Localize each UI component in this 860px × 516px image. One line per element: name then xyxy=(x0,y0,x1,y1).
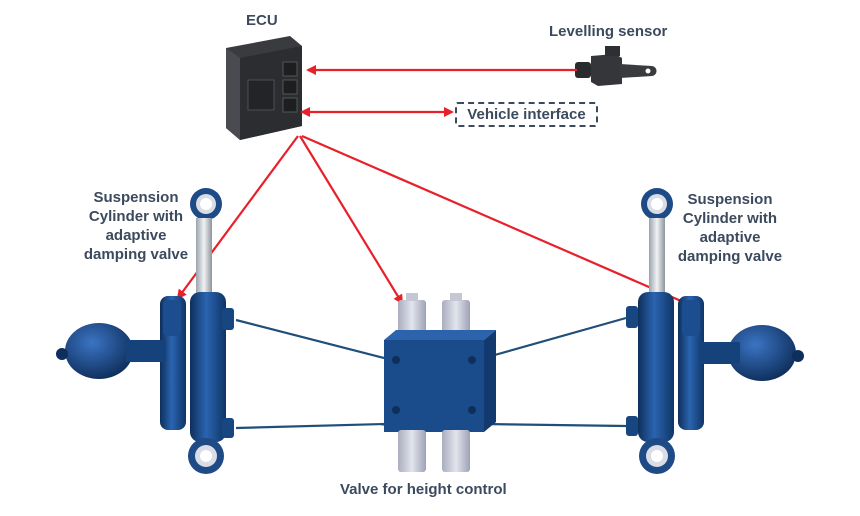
ecu-to-right-cylinder-arrow xyxy=(301,134,690,306)
ecu-unit xyxy=(226,36,302,140)
vehicle-interface-box: Vehicle interface xyxy=(455,102,598,127)
right-cylinder-label-line-2: Cylinder with xyxy=(682,210,778,227)
right-cylinder-label: Suspension Cylinder with adaptive dampin… xyxy=(670,190,790,266)
right-suspension-cylinder xyxy=(626,188,804,474)
right-cylinder-label-line-1: Suspension xyxy=(687,191,773,208)
right-cylinder-label-line-4: damping valve xyxy=(677,248,783,265)
left-cylinder-label: Suspension Cylinder with adaptive dampin… xyxy=(76,188,196,264)
ecu-to-valve-arrow xyxy=(299,135,404,305)
height-control-valve xyxy=(384,293,496,472)
left-suspension-cylinder xyxy=(56,188,234,474)
left-cylinder-label-line-4: damping valve xyxy=(83,246,189,263)
right-cylinder-label-line-3: adaptive xyxy=(699,229,761,246)
valve-label: Valve for height control xyxy=(340,481,507,498)
left-cylinder-label-line-2: Cylinder with xyxy=(88,208,184,225)
left-cylinder-label-line-1: Suspension xyxy=(93,189,179,206)
left-cylinder-label-line-3: adaptive xyxy=(105,227,167,244)
levelling-sensor xyxy=(575,46,657,86)
ecu-label: ECU xyxy=(246,12,278,29)
levelling-sensor-label: Levelling sensor xyxy=(549,23,668,40)
vehicle-interface-label: Vehicle interface xyxy=(467,106,586,123)
hydraulic-lines xyxy=(235,316,627,430)
